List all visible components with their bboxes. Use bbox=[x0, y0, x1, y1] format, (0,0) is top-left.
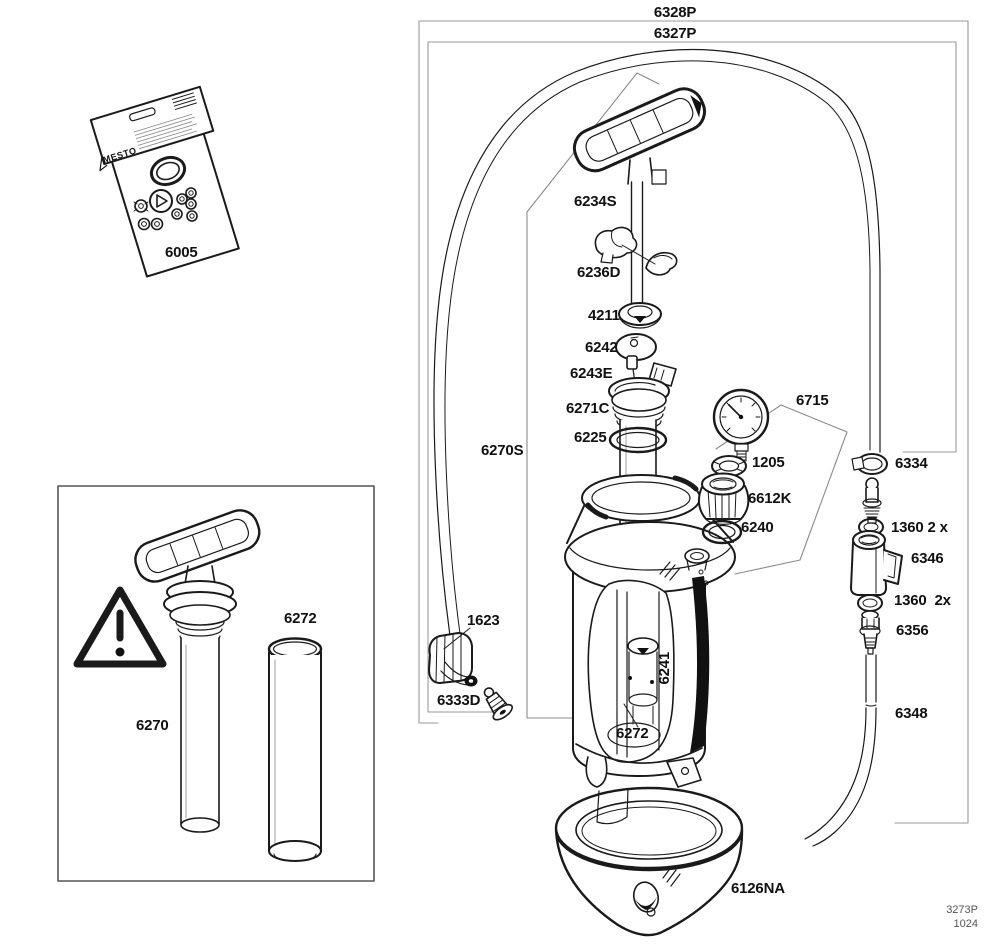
label-nozzle-plug: 6333D bbox=[437, 692, 481, 709]
assembly-bracket-outer bbox=[418, 20, 969, 824]
service-kit-card: MESTO bbox=[89, 85, 240, 278]
hose-nut bbox=[428, 632, 473, 684]
label-outlet-fitting: 6356 bbox=[896, 622, 929, 639]
hose-clamp bbox=[851, 453, 888, 475]
label-seal-pair-lower: 1360 2x bbox=[894, 592, 951, 609]
pressure-hose bbox=[433, 48, 881, 651]
pressure-gauge bbox=[712, 388, 770, 462]
pump-handle bbox=[572, 87, 706, 185]
label-assembly-inner: 6327P bbox=[653, 25, 697, 42]
spare-cylinder-tube bbox=[267, 637, 323, 862]
doc-code: 1024 bbox=[953, 918, 978, 930]
tank bbox=[564, 474, 736, 788]
label-spare-cylinder: 6272 bbox=[284, 610, 317, 627]
label-base-ring: 6126NA bbox=[731, 880, 785, 897]
hose-tail bbox=[440, 661, 478, 687]
handle-clip bbox=[594, 226, 678, 276]
label-service-kit: 6005 bbox=[165, 244, 198, 261]
outlet-fitting bbox=[859, 610, 881, 655]
label-handle-clip: 6236D bbox=[577, 264, 621, 281]
kit-small-seals bbox=[133, 187, 198, 231]
label-outlet-hose: 6348 bbox=[895, 705, 928, 722]
label-pump-cap: 6271C bbox=[566, 400, 610, 417]
base-ring bbox=[554, 786, 744, 937]
label-pump-assembly: 6270 bbox=[136, 717, 169, 734]
label-gauge-seal: 1205 bbox=[752, 454, 785, 471]
hose-barb-fitting bbox=[862, 477, 882, 524]
outlet-hose bbox=[804, 654, 877, 847]
label-assembly-outer: 6328P bbox=[653, 4, 697, 21]
label-gauge-nut: 6612K bbox=[748, 490, 792, 507]
doc-number: 3273P bbox=[946, 904, 978, 916]
label-gauge-oring: 6240 bbox=[741, 519, 774, 536]
label-valve-washer: 6242 bbox=[585, 339, 618, 356]
label-seal-pair-upper: 1360 2 x bbox=[891, 519, 948, 536]
shutoff-valve-body bbox=[850, 530, 903, 596]
label-hose-clamp: 6334 bbox=[895, 455, 928, 472]
nozzle-plug bbox=[483, 687, 513, 721]
label-gauge-assembly: 6715 bbox=[796, 392, 829, 409]
warning-triangle-icon bbox=[73, 586, 167, 668]
label-pump-oring: 6225 bbox=[574, 429, 607, 446]
piston-cup bbox=[618, 302, 662, 329]
kit-seal-big-oring bbox=[149, 155, 187, 187]
spare-parts-inset-box bbox=[57, 485, 375, 882]
label-shutoff-valve: 6346 bbox=[911, 550, 944, 567]
label-inner-valve: 6241 bbox=[656, 651, 674, 685]
gauge-nut bbox=[697, 472, 750, 525]
label-handle: 6234S bbox=[574, 193, 617, 210]
hose-assembly-divider bbox=[526, 72, 660, 719]
label-piston: 4211 bbox=[588, 307, 620, 324]
pump-oring bbox=[608, 426, 668, 454]
gauge-seal bbox=[711, 455, 747, 477]
assembly-bracket-inner bbox=[427, 41, 957, 713]
gauge-oring bbox=[701, 519, 743, 545]
label-hose-nut: 1623 bbox=[467, 612, 500, 629]
leader-lines bbox=[443, 244, 656, 728]
label-valve-pin: 6243E bbox=[570, 365, 613, 382]
seal-lower bbox=[857, 594, 883, 612]
label-inner-cylinder: 6272 bbox=[616, 725, 649, 742]
pump-assembly bbox=[134, 509, 261, 833]
label-hose-assembly: 6270S bbox=[481, 442, 524, 459]
